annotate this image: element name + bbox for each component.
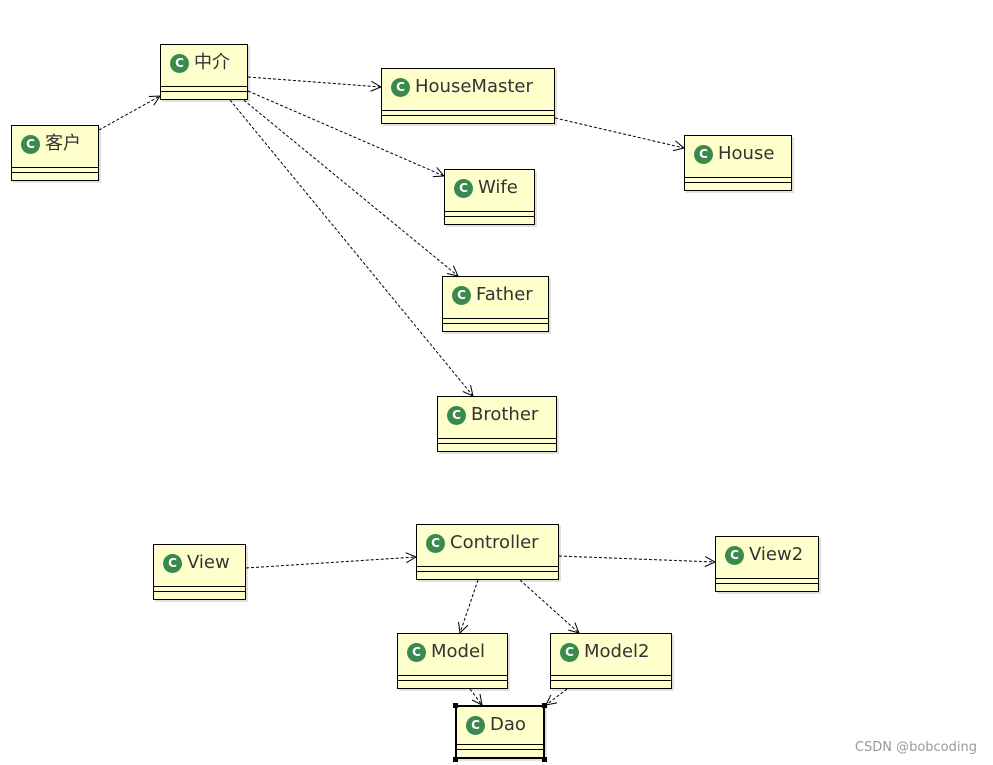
class-icon: C [452,285,471,305]
class-box-housemaster[interactable]: C HouseMaster [381,68,555,124]
class-compartments [445,211,534,220]
class-box-dao[interactable]: C Dao [455,705,545,759]
dependency-model2-to-dao[interactable] [546,688,568,705]
class-icon: C [447,405,466,425]
class-icon: C [163,553,182,573]
class-compartments [12,167,98,176]
resize-handle-bottom-right[interactable] [542,757,547,762]
dependency-model-to-dao[interactable] [469,688,482,705]
class-icon: C [454,178,473,198]
class-name: Controller [450,532,539,553]
dependency-zhongjie-to-wife[interactable] [247,90,444,176]
class-compartments [443,318,548,327]
class-name: Dao [490,714,526,735]
class-icon: C [426,533,445,553]
class-name: Father [476,284,533,305]
dependency-zhongjie-to-father[interactable] [239,96,458,276]
class-compartments [685,177,791,186]
dependency-kehu-to-zhongjie[interactable] [98,96,160,131]
class-box-view[interactable]: C View [153,544,246,600]
class-name: Brother [471,404,539,425]
class-box-kehu[interactable]: C 客户 [11,125,99,181]
class-icon: C [170,53,189,73]
dependency-controller-to-model[interactable] [460,579,479,633]
class-name: View [187,552,230,573]
class-box-controller[interactable]: C Controller [416,524,559,580]
class-compartments [398,675,507,684]
dependency-zhongjie-to-brother[interactable] [229,99,473,396]
class-icon: C [560,642,579,662]
class-name: House [718,143,775,164]
resize-handle-bottom-left[interactable] [453,757,458,762]
class-name: Wife [478,177,518,198]
watermark: CSDN @bobcoding [854,740,977,755]
class-compartments [457,744,543,753]
resize-handle-top-left[interactable] [453,703,458,708]
dependency-view-to-controller[interactable] [245,557,416,569]
class-box-father[interactable]: C Father [442,276,549,332]
class-compartments [382,110,554,119]
class-compartments [154,586,245,595]
class-icon: C [725,545,744,565]
class-box-house[interactable]: C House [684,135,792,191]
dependency-controller-to-model2[interactable] [519,579,579,633]
class-icon: C [466,715,485,735]
class-compartments [161,86,247,95]
class-icon: C [407,642,426,662]
class-box-brother[interactable]: C Brother [437,396,557,452]
class-box-model2[interactable]: C Model2 [550,633,672,689]
class-box-model[interactable]: C Model [397,633,508,689]
dependency-controller-to-view2[interactable] [558,555,715,562]
class-box-view2[interactable]: C View2 [715,536,819,592]
class-name: 中介 [194,52,230,73]
class-compartments [716,578,818,587]
class-box-zhongjie[interactable]: C 中介 [160,44,248,100]
class-name: View2 [749,544,804,565]
class-icon: C [391,77,410,97]
class-icon: C [21,134,40,154]
class-box-wife[interactable]: C Wife [444,169,535,225]
class-name: 客户 [45,133,81,154]
dependency-housemaster-to-house[interactable] [554,117,684,148]
class-compartments [551,675,671,684]
class-name: Model [431,641,486,662]
class-icon: C [694,144,713,164]
class-compartments [438,438,556,447]
class-name: Model2 [584,641,650,662]
class-compartments [417,566,558,575]
dependency-zhongjie-to-housemaster[interactable] [247,76,381,87]
class-name: HouseMaster [415,76,533,97]
resize-handle-top-right[interactable] [542,703,547,708]
